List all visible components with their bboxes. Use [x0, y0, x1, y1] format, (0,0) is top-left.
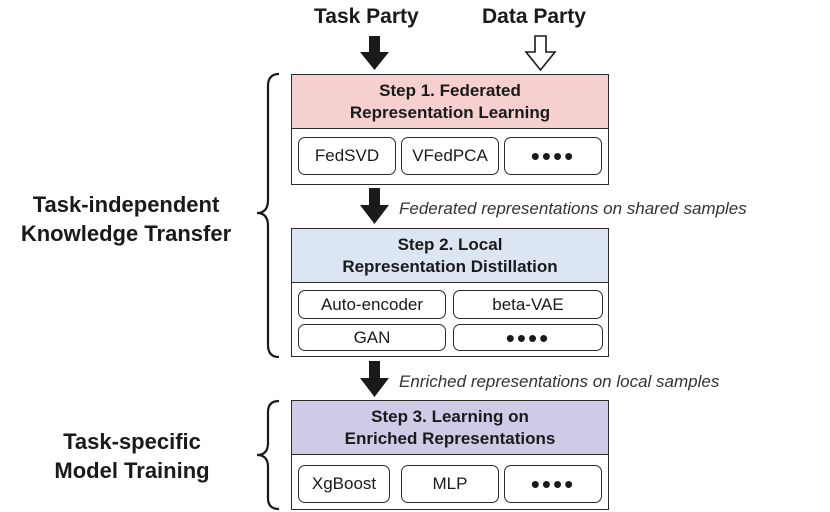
transition-arrow-1: [360, 188, 389, 224]
transition-label-1: Federated representations on shared samp…: [399, 199, 747, 218]
method-gan: GAN: [298, 324, 446, 351]
step-3-box: Step 3. Learning on Enriched Representat…: [291, 400, 609, 510]
step-3-title-line-2: Enriched Representations: [344, 429, 556, 448]
step-2-header: Step 2. Local Representation Distillatio…: [292, 229, 608, 283]
transfer-phase-line-2: Knowledge Transfer: [20, 221, 232, 246]
transfer-phase-label: Task-independent Knowledge Transfer: [0, 190, 252, 248]
training-phase-line-2: Model Training: [54, 458, 210, 483]
step-3-header: Step 3. Learning on Enriched Representat…: [292, 401, 608, 455]
method-auto-encoder: Auto-encoder: [298, 290, 446, 319]
method-fedsvd: FedSVD: [298, 137, 396, 175]
step-2-title-line-1: Step 2. Local: [397, 235, 503, 254]
data-party-label: Data Party: [482, 5, 586, 28]
method-beta-vae: beta-VAE: [453, 290, 603, 319]
transition-label-2: Enriched representations on local sample…: [399, 372, 720, 391]
step-2-title-line-2: Representation Distillation: [342, 257, 558, 276]
method-mlp: MLP: [401, 465, 499, 503]
step-1-header: Step 1. Federated Representation Learnin…: [292, 75, 608, 129]
training-brace: [256, 399, 280, 511]
method-more-ellipsis: ••••: [504, 137, 602, 175]
method-vfedpca: VFedPCA: [401, 137, 499, 175]
step-3-title-line-1: Step 3. Learning on: [371, 407, 529, 426]
method-more-ellipsis: ••••: [504, 465, 602, 503]
data-party-arrow: [524, 35, 557, 72]
training-phase-line-1: Task-specific: [63, 429, 201, 454]
transition-arrow-2: [360, 361, 389, 397]
task-party-arrow: [360, 36, 389, 70]
transfer-brace: [256, 72, 280, 359]
training-phase-label: Task-specific Model Training: [10, 427, 254, 485]
step-1-title-line-1: Step 1. Federated: [379, 81, 521, 100]
task-party-label: Task Party: [314, 5, 419, 28]
method-xgboost: XgBoost: [298, 465, 390, 503]
transfer-phase-line-1: Task-independent: [32, 192, 220, 217]
step-1-box: Step 1. Federated Representation Learnin…: [291, 74, 609, 185]
step-1-title-line-2: Representation Learning: [349, 103, 551, 122]
step-2-box: Step 2. Local Representation Distillatio…: [291, 228, 609, 357]
method-more-ellipsis: ••••: [453, 324, 603, 351]
